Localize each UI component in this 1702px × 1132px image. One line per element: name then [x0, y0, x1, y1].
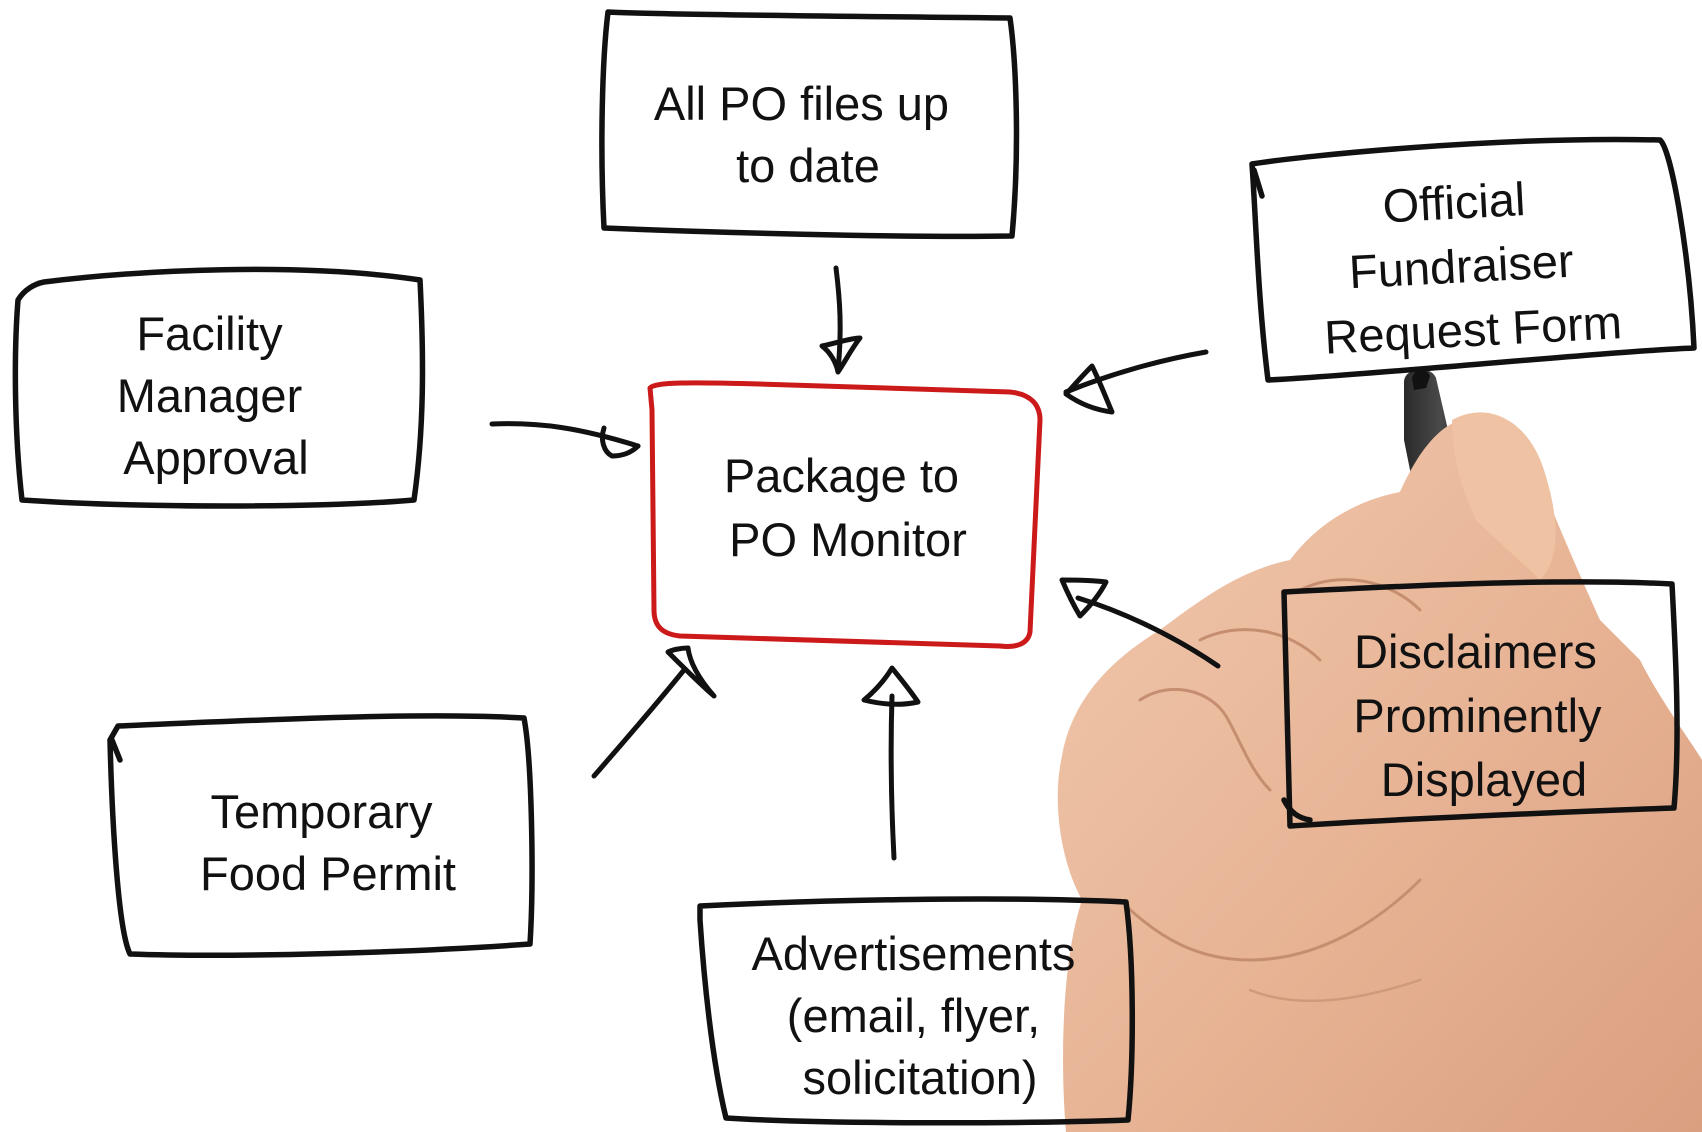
node-facility-manager-border [12, 266, 426, 509]
svg-text:Facility Manager A: Facility Manager Approval [117, 307, 316, 484]
svg-text:Official Fundraiser: Official Fundraiser Request Form [1316, 167, 1623, 363]
arrow-po-files-to-center [819, 265, 863, 375]
hand-with-marker-illustration [1057, 369, 1702, 1132]
node-fundraiser-form-line-2: Fundraiser [1348, 234, 1575, 299]
node-disclaimers: Disclaimers Prominently Displayed [1281, 579, 1680, 829]
arrow-permit-to-center [591, 645, 717, 779]
node-facility-manager: Facility Manager Approval [12, 266, 426, 509]
node-disclaimers-line-1: Disclaimers [1354, 625, 1597, 678]
node-temporary-permit-border [107, 713, 535, 959]
arrow-disclaimers-to-center [1059, 577, 1221, 669]
center-node-border [647, 380, 1043, 649]
node-advertisements-line-1: Advertisements [752, 927, 1076, 980]
node-fundraiser-form-border [1249, 136, 1697, 383]
node-facility-manager-line-2: Manager [117, 369, 303, 422]
center-node-text: Package to PO Monitor [724, 449, 972, 566]
node-disclaimers-line-3: Displayed [1381, 753, 1587, 806]
arrow-facility-to-center [489, 421, 641, 459]
node-po-files: All PO files up to date [599, 9, 1020, 240]
node-temporary-permit-line-2: Food Permit [200, 847, 456, 900]
svg-text:Advertisements (email, f: Advertisements (email, flyer, solicitati… [752, 927, 1089, 1104]
arrow-advertisements-to-center [861, 665, 921, 861]
svg-text:Disclaimers Prominently: Disclaimers Prominently Displayed [1353, 625, 1614, 806]
node-facility-manager-line-1: Facility [136, 307, 283, 360]
node-advertisements-line-3: solicitation) [802, 1051, 1037, 1104]
node-disclaimers-line-2: Prominently [1353, 689, 1602, 742]
center-node-line-1: Package to [724, 449, 959, 502]
node-fundraiser-form: Official Fundraiser Request Form [1249, 136, 1697, 383]
node-temporary-permit-line-1: Temporary [210, 785, 433, 838]
node-advertisements-line-2: (email, flyer, [787, 989, 1040, 1042]
node-facility-manager-line-3: Approval [123, 431, 309, 484]
svg-text:Temporary Food Permit: Temporary Food Permit [200, 785, 456, 900]
node-po-files-line-2: to date [736, 139, 880, 192]
node-po-files-line-1: All PO files up [654, 77, 949, 130]
node-po-files-border [599, 9, 1020, 240]
node-advertisements: Advertisements (email, flyer, solicitati… [697, 896, 1136, 1126]
node-temporary-permit: Temporary Food Permit [107, 713, 535, 959]
hand [1057, 418, 1702, 1132]
svg-text:All PO files up to date: All PO files up to date [654, 77, 962, 192]
node-advertisements-border [697, 896, 1136, 1126]
node-disclaimers-border [1281, 579, 1680, 829]
node-fundraiser-form-line-1: Official [1381, 172, 1526, 232]
center-node-line-2: PO Monitor [729, 513, 967, 566]
center-node: Package to PO Monitor [647, 380, 1043, 649]
arrow-fundraiser-to-center [1063, 349, 1209, 415]
